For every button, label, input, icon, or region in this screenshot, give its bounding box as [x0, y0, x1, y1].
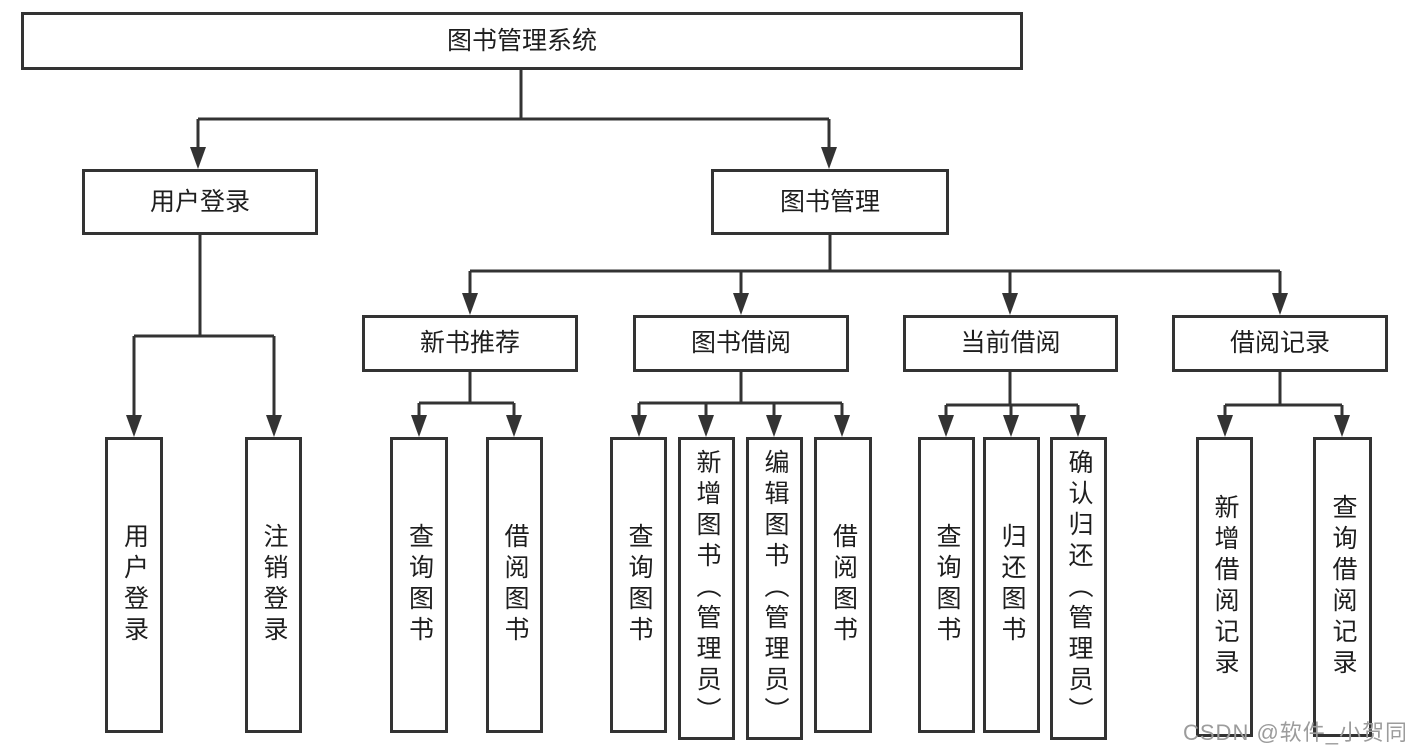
leaf-user-login: 用户登录 — [105, 437, 163, 733]
node-label: 查询借阅记录 — [1329, 494, 1357, 680]
line — [196, 70, 831, 151]
node-label: 用户登录 — [120, 523, 149, 647]
node-book-borrow: 图书借阅 — [633, 315, 849, 372]
arrowhead — [266, 415, 282, 437]
arrowhead — [1002, 293, 1018, 315]
leaf-query-book-recommend: 查询图书 — [390, 437, 448, 733]
arrowhead — [766, 415, 782, 437]
arrowhead — [821, 147, 837, 169]
leaf-query-borrow-record: 查询借阅记录 — [1313, 437, 1372, 737]
csdn-watermark: CSDN @软件_小贺同学 — [1183, 720, 1405, 745]
arrowhead — [938, 415, 954, 437]
node-library-management-system: 图书管理系统 — [21, 12, 1023, 70]
connector-book-management-to-level3 — [462, 235, 1288, 315]
connector-current-borrow-children — [938, 372, 1086, 437]
node-label: 编辑图书（管理员） — [761, 449, 789, 728]
leaf-query-book-borrow: 查询图书 — [610, 437, 667, 733]
node-label: 图书管理 — [779, 187, 880, 216]
arrowhead — [190, 147, 206, 169]
node-book-management: 图书管理 — [711, 169, 949, 235]
node-label: 当前借阅 — [960, 329, 1061, 357]
leaf-return-book: 归还图书 — [983, 437, 1040, 733]
node-label: 图书管理系统 — [446, 26, 597, 55]
node-new-book-recommend: 新书推荐 — [362, 315, 578, 372]
arrowhead — [506, 415, 522, 437]
node-current-borrow: 当前借阅 — [903, 315, 1118, 372]
connector-new-book-children — [411, 372, 522, 437]
line — [417, 372, 516, 419]
arrowhead — [834, 415, 850, 437]
leaf-add-borrow-record: 新增借阅记录 — [1196, 437, 1253, 737]
arrowhead — [126, 415, 142, 437]
node-label: 借阅图书 — [829, 523, 858, 647]
node-label: 新增借阅记录 — [1211, 494, 1239, 680]
line — [637, 372, 844, 419]
leaf-add-book-admin: 新增图书（管理员） — [678, 437, 735, 740]
arrowhead — [1334, 415, 1350, 437]
leaf-query-book-current: 查询图书 — [918, 437, 975, 733]
node-label: 用户登录 — [149, 187, 250, 216]
leaf-borrow-book: 借阅图书 — [814, 437, 872, 733]
leaf-confirm-return-admin: 确认归还（管理员） — [1050, 437, 1107, 740]
arrowhead — [698, 415, 714, 437]
connector-borrow-record-children — [1217, 372, 1350, 437]
node-label: 查询图书 — [933, 523, 961, 647]
node-borrow-record: 借阅记录 — [1172, 315, 1388, 372]
line — [468, 235, 1282, 297]
node-user-login: 用户登录 — [82, 169, 318, 235]
node-label: 借阅记录 — [1229, 329, 1330, 357]
connector-user-login-children — [126, 235, 282, 437]
leaf-borrow-book-recommend: 借阅图书 — [486, 437, 543, 733]
node-label: 归还图书 — [998, 523, 1026, 647]
line — [944, 372, 1080, 419]
node-label: 新书推荐 — [419, 329, 520, 357]
node-label: 查询图书 — [405, 523, 434, 647]
arrowhead — [733, 293, 749, 315]
node-label: 注销登录 — [260, 523, 288, 647]
arrowhead — [631, 415, 647, 437]
arrowhead — [1003, 415, 1019, 437]
arrowhead — [1272, 293, 1288, 315]
arrowhead — [1217, 415, 1233, 437]
node-label: 确认归还（管理员） — [1065, 449, 1093, 728]
node-label: 查询图书 — [625, 523, 653, 647]
arrowhead — [411, 415, 427, 437]
connector-book-borrow-children — [631, 372, 850, 437]
node-label: 新增图书（管理员） — [693, 449, 721, 728]
leaf-logout: 注销登录 — [245, 437, 302, 733]
arrowhead — [462, 293, 478, 315]
connector-root-to-level2 — [190, 70, 837, 169]
node-label: 借阅图书 — [501, 523, 529, 647]
arrowhead — [1070, 415, 1086, 437]
leaf-edit-book-admin: 编辑图书（管理员） — [746, 437, 803, 740]
node-label: 图书借阅 — [690, 329, 791, 357]
line — [1223, 372, 1344, 419]
line — [132, 235, 276, 419]
